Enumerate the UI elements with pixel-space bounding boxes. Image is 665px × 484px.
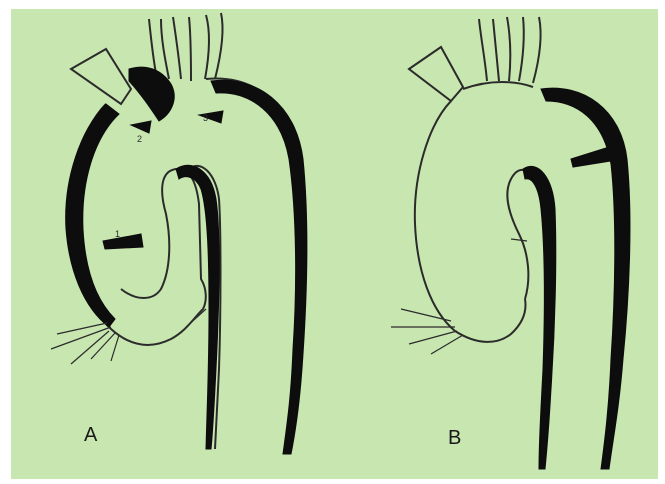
panel-a-mark-2: 2 bbox=[137, 134, 142, 144]
diagram-panel: 2 3 1 bbox=[11, 9, 658, 479]
panel-b-label: B bbox=[448, 427, 461, 450]
panel-a-mark-3: 3 bbox=[203, 113, 208, 123]
panel-a-mark-1: 1 bbox=[115, 229, 120, 239]
aortic-dissection-illustration: 2 3 1 bbox=[11, 9, 658, 479]
panel-a-label: A bbox=[84, 424, 97, 447]
